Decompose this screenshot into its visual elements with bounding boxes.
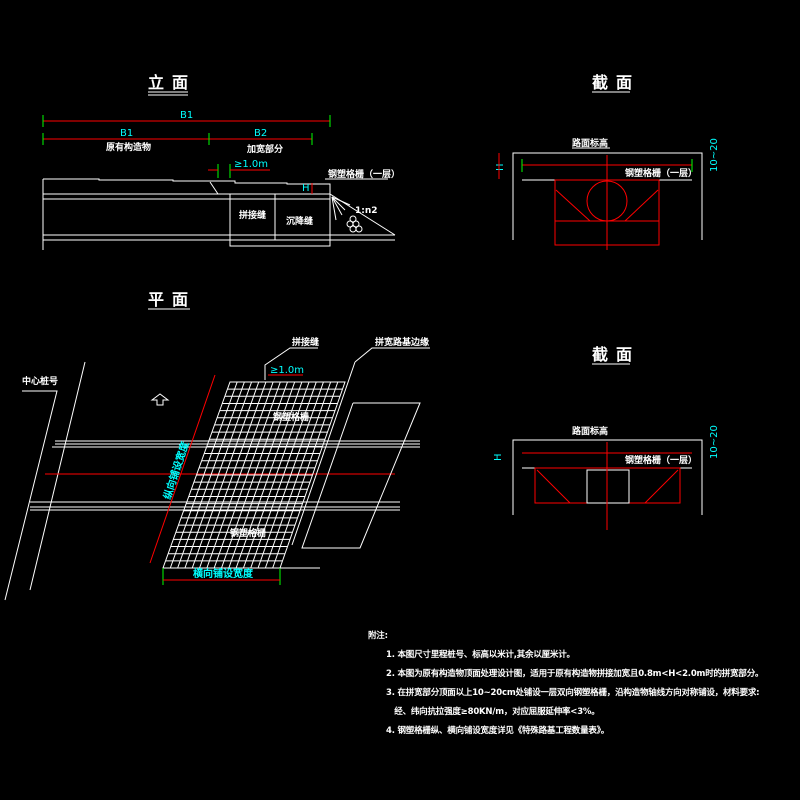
note-4: 4. 钢塑格栅纵、横向铺设宽度详见《特殊路基工程数量表》。 [386, 726, 610, 736]
plan-title: 平面 [148, 290, 196, 309]
section2-geogrid: 钢塑格栅（一层） [625, 454, 697, 466]
section1-h: H [495, 163, 506, 171]
section-view-1: 截面 路面标高 钢塑格栅（一层） H 10~20 [495, 73, 720, 250]
label-widen: 加宽部分 [246, 143, 283, 155]
min-width-label: ≥1.0m [234, 159, 268, 170]
h-label: H [302, 183, 310, 194]
center-pile-label: 中心桩号 [22, 375, 58, 387]
plan-joint-label: 拼接缝 [292, 336, 319, 348]
section1-geogrid: 钢塑格栅（一层） [625, 167, 697, 179]
section2-depth: 10~20 [709, 425, 720, 459]
note-1: 1. 本图尺寸里程桩号、标高以米计,其余以厘米计。 [386, 650, 575, 660]
notes-heading: 附注: [368, 631, 388, 641]
section1-road-level: 路面标高 [572, 137, 608, 149]
settlement-label: 沉降缝 [286, 215, 313, 227]
geogrid-bottom-label: 钢塑格栅 [230, 527, 266, 539]
elevation-view: 立面 B1 B1 B2 原有构造物 加宽部分 ≥1.0m 钢塑格栅（一层） H … [42, 73, 400, 250]
section1-depth: 10~20 [709, 138, 720, 172]
section2-h: H [493, 453, 504, 461]
note-3: 3. 在拼宽部分顶面以上10~20cm处铺设一层双向钢塑格栅，沿构造物轴线方向对… [386, 688, 760, 698]
notes-section: 附注: 1. 本图尺寸里程桩号、标高以米计,其余以厘米计。 2. 本图为原有构造… [368, 626, 796, 741]
slope-label: 1:n2 [355, 206, 378, 216]
dim-b1-total: B1 [180, 110, 193, 121]
widen-edge-label: 拼宽路基边缘 [375, 336, 429, 348]
label-existing: 原有构造物 [106, 141, 151, 153]
plan-min-width: ≥1.0m [270, 365, 304, 376]
trans-width-label: 横向铺设宽度 [193, 567, 254, 580]
section-view-2: 截面 路面标高 钢塑格栅（一层） H 10~20 [493, 345, 720, 530]
note-2: 2. 本图为原有构造物顶面处理设计图，适用于原有构造物拼接加宽且0.8m<H<2… [386, 669, 764, 679]
section2-title: 截面 [592, 345, 640, 364]
geogrid-label: 钢塑格栅（一层） [328, 168, 400, 180]
section2-road-level: 路面标高 [572, 425, 608, 437]
long-width-label: 纵向铺设宽度 [160, 439, 191, 501]
geogrid-top-label: 钢塑格栅 [273, 411, 309, 423]
plan-view: 平面 中心桩号 纵向铺设宽度 横向铺设宽度 拼接缝 ≥1.0m 拼宽路基边缘 钢… [4, 290, 430, 601]
joint-label: 拼接缝 [239, 209, 266, 221]
dim-b1: B1 [120, 128, 133, 139]
note-3-cont: 经、纬向抗拉强度≥80KN/m，对应屈服延伸率<3%。 [386, 707, 600, 717]
section1-title: 截面 [592, 73, 640, 92]
dim-b2: B2 [254, 128, 267, 139]
elevation-title: 立面 [148, 73, 196, 92]
